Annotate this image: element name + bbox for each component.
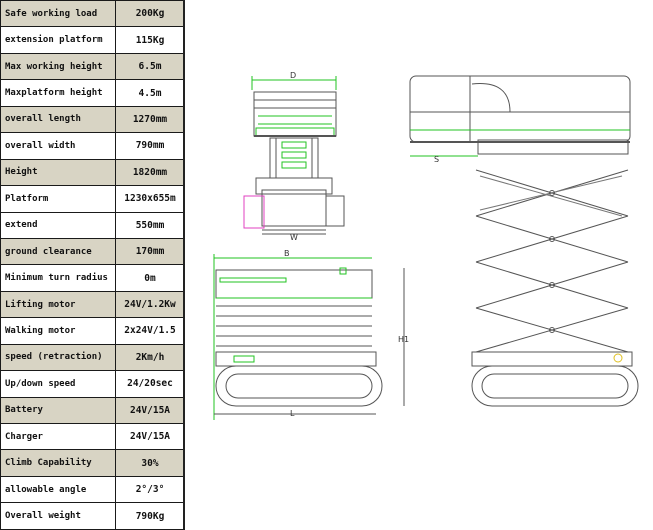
spec-label: Safe working load bbox=[0, 0, 116, 28]
spec-label: Max working height bbox=[0, 52, 116, 81]
spec-label: Overall weight bbox=[0, 502, 116, 530]
spec-label: Platform bbox=[0, 185, 116, 213]
dim-label-w: W bbox=[290, 233, 298, 242]
table-divider bbox=[183, 0, 185, 529]
spec-value: 1270mm bbox=[115, 105, 185, 134]
spec-value: 4.5m bbox=[115, 79, 185, 107]
spec-value: 24V/1.2Kw bbox=[115, 290, 185, 319]
spec-label: overall length bbox=[0, 105, 116, 134]
spec-value: 790Kg bbox=[115, 502, 185, 530]
extended-view-drawing: S bbox=[409, 75, 639, 407]
spec-label: speed (retraction) bbox=[0, 343, 116, 372]
spec-value: 6.5m bbox=[115, 52, 185, 81]
dim-label-d: D bbox=[290, 71, 296, 80]
dim-label-s: S bbox=[434, 155, 439, 164]
dim-label-l: L bbox=[290, 409, 295, 418]
spec-label: extend bbox=[0, 211, 116, 239]
spec-label: Climb Capability bbox=[0, 449, 116, 477]
spec-value: 1820mm bbox=[115, 158, 185, 187]
spec-value: 2Km/h bbox=[115, 343, 185, 372]
spec-value: 115Kg bbox=[115, 26, 185, 54]
dim-label-b: B bbox=[284, 249, 290, 258]
spec-label: Lifting motor bbox=[0, 290, 116, 319]
spec-value: 24V/15A bbox=[115, 422, 185, 451]
spec-label: Up/down speed bbox=[0, 370, 116, 398]
spec-value: 24V/15A bbox=[115, 396, 185, 425]
spec-label: allowable angle bbox=[0, 475, 116, 504]
spec-row: speed (retraction)2Km/h bbox=[0, 343, 185, 372]
spec-label: Minimum turn radius bbox=[0, 264, 116, 292]
spec-value: 30% bbox=[115, 449, 185, 477]
side-view-drawing: B H1 L bbox=[213, 249, 409, 420]
spec-value: 0m bbox=[115, 264, 185, 292]
front-view-drawing: D W bbox=[243, 71, 345, 242]
dim-label-h1: H1 bbox=[398, 335, 409, 344]
